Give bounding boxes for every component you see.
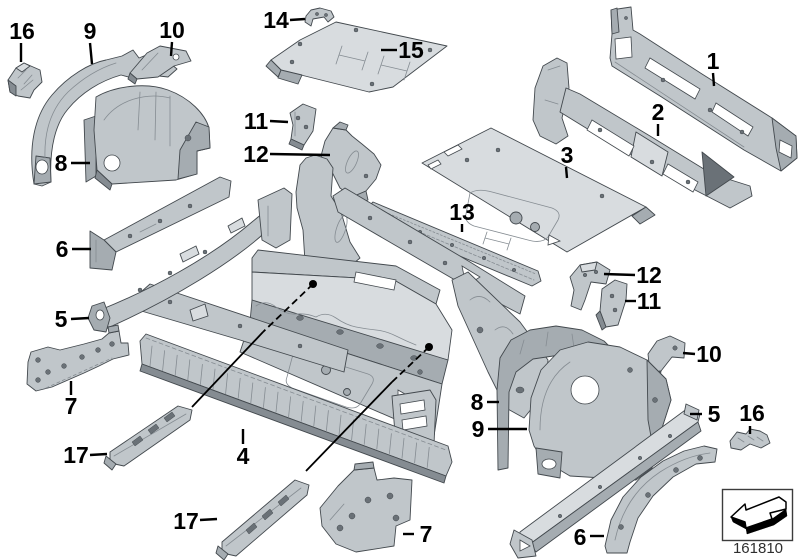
callout-leader-line <box>169 41 174 57</box>
callout-8-left[interactable]: 8 <box>55 150 90 176</box>
callout-leader-line <box>682 351 696 356</box>
part-12-right-bracket[interactable] <box>569 261 611 311</box>
part-16-right-bracket[interactable] <box>729 428 771 451</box>
part-5-left-rail[interactable] <box>87 187 293 333</box>
callout-4[interactable]: 4 <box>237 429 250 469</box>
callout-number: 5 <box>55 306 68 332</box>
callout-number: 11 <box>637 288 662 314</box>
callout-9-left[interactable]: 9 <box>84 18 97 65</box>
callout-11-left[interactable]: 11 <box>244 108 289 134</box>
callout-number: 1 <box>707 48 720 74</box>
callout-number: 16 <box>9 18 35 44</box>
callout-number: 10 <box>159 17 185 43</box>
callout-number: 14 <box>263 7 289 33</box>
callout-number: 8 <box>55 150 68 176</box>
callout-5-left[interactable]: 5 <box>55 306 90 332</box>
callout-leader-line <box>199 517 218 522</box>
callout-number: 3 <box>561 142 574 168</box>
link-dashed-segment <box>391 346 430 383</box>
assembly-link-2 <box>305 343 433 472</box>
part-17-bottom-rail[interactable] <box>215 479 310 560</box>
callout-3[interactable]: 3 <box>561 142 574 179</box>
callout-11-right[interactable]: 11 <box>625 288 661 314</box>
part-11-right-bracket[interactable] <box>595 279 628 331</box>
assembly-reference-links <box>191 280 433 472</box>
part-10-left-bracket[interactable] <box>127 45 192 85</box>
callout-leader-line <box>70 316 90 321</box>
callout-17-bottom[interactable]: 17 <box>173 508 218 534</box>
callout-number: 7 <box>65 393 78 419</box>
callout-6-left[interactable]: 6 <box>56 236 91 262</box>
callout-leader-line <box>89 452 108 457</box>
part-5-right-rail[interactable] <box>509 403 702 559</box>
callout-leader-line <box>269 119 289 124</box>
part-8-left-wheelhouse[interactable] <box>83 85 211 191</box>
part-11-left-bracket[interactable] <box>288 103 317 151</box>
link-dashed-segment <box>262 283 314 333</box>
part-6-left-rail[interactable] <box>89 176 232 271</box>
callout-7-bottom[interactable]: 7 <box>403 521 432 547</box>
callout-6-right[interactable]: 6 <box>574 524 604 550</box>
callout-number: 13 <box>449 199 475 225</box>
callout-leader-line <box>711 72 716 87</box>
callout-number: 12 <box>243 141 269 167</box>
part-15-floor-panel[interactable] <box>265 21 448 93</box>
part-3-floor-pan[interactable] <box>421 127 656 253</box>
callout-number: 17 <box>63 442 89 468</box>
assembly-link-1 <box>191 280 317 408</box>
callout-leader-line <box>564 166 569 179</box>
callout-7-left[interactable]: 7 <box>65 381 78 419</box>
link-solid-segment <box>305 381 393 472</box>
callout-number: 5 <box>708 401 721 427</box>
callout-14[interactable]: 14 <box>263 7 306 33</box>
part-7-bottom-bracket[interactable] <box>319 461 413 553</box>
callout-number: 2 <box>652 99 665 125</box>
callout-13[interactable]: 13 <box>449 199 475 232</box>
callout-5-right[interactable]: 5 <box>690 401 721 427</box>
callout-number: 17 <box>173 508 199 534</box>
part-9-right-wheelhouse[interactable] <box>528 341 672 481</box>
link-solid-segment <box>191 331 264 408</box>
callout-16-left[interactable]: 16 <box>9 18 35 62</box>
part-2-rear-panel-inner[interactable] <box>532 57 753 209</box>
callout-number: 11 <box>244 108 269 134</box>
callout-1[interactable]: 1 <box>707 48 720 87</box>
callout-number: 6 <box>56 236 69 262</box>
callout-leader-line <box>269 152 331 157</box>
callout-17-left[interactable]: 17 <box>63 442 108 468</box>
callout-number: 8 <box>471 389 484 415</box>
callout-15[interactable]: 15 <box>381 37 424 63</box>
callout-2[interactable]: 2 <box>652 99 665 136</box>
direction-arrow-icon <box>730 496 788 535</box>
part-7-left-bracket[interactable] <box>26 324 130 392</box>
callout-10-right[interactable]: 10 <box>682 341 722 367</box>
callout-12-left[interactable]: 12 <box>243 141 331 167</box>
callout-number: 15 <box>398 37 424 63</box>
callout-number: 7 <box>420 521 433 547</box>
callout-leader-line <box>603 272 636 277</box>
callout-9-right[interactable]: 9 <box>472 416 527 442</box>
direction-legend: 161810 <box>721 488 794 557</box>
part-14-bracket[interactable] <box>304 7 335 27</box>
figure-code: 161810 <box>733 540 783 557</box>
callout-12-right[interactable]: 12 <box>603 262 662 288</box>
callout-16-right[interactable]: 16 <box>739 400 765 434</box>
callout-leader-line <box>88 42 94 65</box>
callout-number: 9 <box>84 18 97 44</box>
callout-number: 6 <box>574 524 587 550</box>
part-1-rear-panel[interactable] <box>609 6 798 172</box>
callout-number: 9 <box>472 416 485 442</box>
part-6-right-rail[interactable] <box>604 445 718 554</box>
callout-number: 4 <box>237 443 250 469</box>
callout-number: 10 <box>696 341 722 367</box>
callout-leader-line <box>289 17 306 22</box>
callout-number: 12 <box>636 262 662 288</box>
part-16-left-bracket[interactable] <box>7 62 43 99</box>
callout-10-left[interactable]: 10 <box>159 17 185 57</box>
part-17-left-rail[interactable] <box>103 405 193 471</box>
callout-8-right[interactable]: 8 <box>471 389 499 415</box>
callout-number: 16 <box>739 400 765 426</box>
